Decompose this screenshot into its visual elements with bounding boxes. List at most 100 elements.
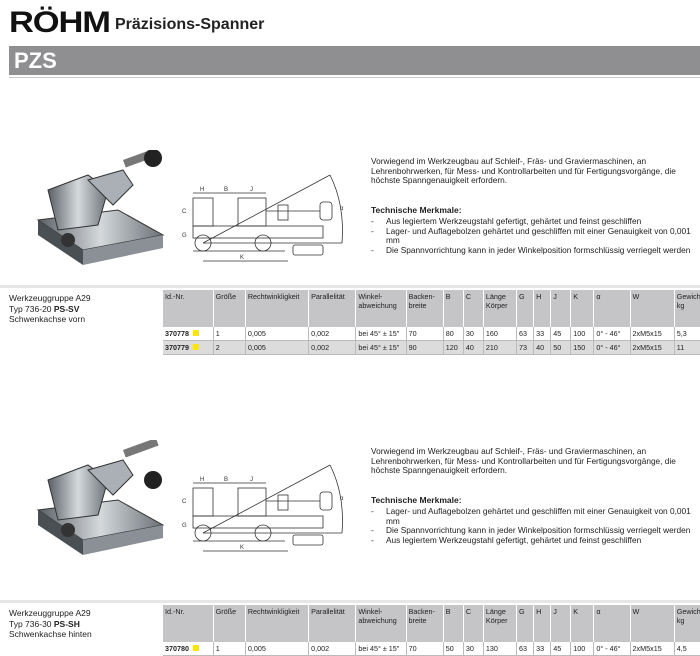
table-cell: 63 — [516, 327, 535, 341]
svg-text:B: B — [224, 187, 228, 193]
column-header: W — [630, 290, 675, 327]
table-cell: 50 — [550, 340, 572, 355]
rohm-logo: RÖHM — [9, 6, 111, 39]
type-label: Typ 736-30 PS-SH — [9, 618, 80, 629]
table-cell: bei 45° ± 15" — [355, 327, 407, 341]
feature-item: Lager- und Auflagebolzen gehärtet und ge… — [371, 226, 696, 246]
product-photo — [28, 438, 168, 565]
column-header: B — [443, 290, 464, 327]
svg-text:H: H — [200, 477, 204, 483]
features-heading: Technische Merkmale: — [371, 494, 462, 505]
table-cell: 0° - 46° — [593, 340, 631, 355]
product-description: Vorwiegend im Werkzeugbau auf Schleif-, … — [371, 156, 696, 255]
feature-item: Aus legiertem Werkzeugstahl gefertigt, g… — [371, 216, 696, 227]
table-cell: 40 — [533, 340, 552, 355]
column-header: C — [463, 605, 484, 642]
axis-label: Schwenkachse hinten — [9, 629, 92, 639]
page-title: Präzisions-Spanner — [115, 16, 265, 33]
column-header: C — [463, 290, 484, 327]
table-cell: 70 — [406, 327, 444, 341]
group-label: Werkzeuggruppe A29 — [9, 293, 91, 303]
column-header: K — [570, 605, 595, 642]
section-title: PZS — [14, 48, 57, 73]
column-header: Winkel-abweichung — [355, 605, 407, 642]
table-cell: 0° - 46° — [593, 327, 631, 341]
table-cell: 0,005 — [245, 327, 310, 341]
table-cell: 2xM5x15 — [630, 327, 675, 341]
id-cell[interactable]: 370779 — [163, 340, 214, 355]
group-label: Werkzeuggruppe A29 — [9, 608, 91, 618]
column-header: Winkel-abweichung — [355, 290, 407, 327]
column-header: Größe — [213, 605, 246, 642]
marker-icon — [192, 645, 199, 651]
column-header: α — [593, 290, 631, 327]
svg-text:H: H — [200, 187, 204, 193]
svg-text:C: C — [182, 209, 187, 215]
column-header: B — [443, 605, 464, 642]
svg-text:C: C — [182, 499, 187, 505]
table-cell: 5,3 — [674, 327, 700, 341]
table-cell: 40 — [463, 340, 484, 355]
features-list: Lager- und Auflagebolzen gehärtet und ge… — [371, 506, 696, 546]
svg-text:α: α — [340, 206, 344, 212]
marker-icon — [192, 344, 199, 350]
product-photo — [28, 148, 168, 275]
column-header: Länge Körper — [483, 605, 518, 642]
axis-label: Schwenkachse vorn — [9, 314, 86, 324]
column-header: Größe — [213, 290, 246, 327]
feature-item: Aus legiertem Werkzeugstahl gefertigt, g… — [371, 535, 696, 546]
table-cell: 30 — [463, 327, 484, 341]
svg-text:K: K — [240, 255, 244, 261]
table-cell: 33 — [533, 327, 552, 341]
column-header: Parallelität — [308, 290, 357, 327]
column-header: Gewicht kg — [674, 605, 700, 642]
column-header: Backen-breite — [406, 605, 444, 642]
marker-icon — [192, 330, 199, 336]
features-list: Aus legiertem Werkzeugstahl gefertigt, g… — [371, 216, 696, 255]
section-bar: PZS — [9, 46, 700, 75]
column-header: Rechtwinkligkeit — [245, 605, 310, 642]
feature-item: Die Spannvorrichtung kann in jeder Winke… — [371, 525, 696, 536]
column-header: H — [533, 605, 552, 642]
table-cell: bei 45° ± 15" — [355, 340, 407, 355]
svg-text:G: G — [182, 523, 187, 529]
table-cell: 90 — [406, 340, 444, 355]
feature-item: Lager- und Auflagebolzen gehärtet und ge… — [371, 506, 696, 526]
column-header: Backen-breite — [406, 290, 444, 327]
column-header: G — [516, 290, 535, 327]
column-header: Id.-Nr. — [163, 605, 214, 642]
technical-drawing: H B J K C Gα — [182, 174, 344, 262]
section-divider — [0, 285, 700, 288]
table-cell: 150 — [570, 340, 595, 355]
svg-text:J: J — [250, 187, 253, 193]
column-header: Gewicht kg — [674, 290, 700, 327]
type-label: Typ 736-20 PS-SV — [9, 303, 80, 314]
column-header: J — [550, 290, 572, 327]
divider — [9, 77, 700, 78]
svg-text:B: B — [224, 477, 228, 483]
svg-text:K: K — [240, 545, 244, 551]
table-cell: 11 — [674, 340, 700, 355]
column-header: Id.-Nr. — [163, 290, 214, 327]
table-cell: 45 — [550, 327, 572, 341]
svg-text:G: G — [182, 233, 187, 239]
product-description: Vorwiegend im Werkzeugbau auf Schleif-, … — [371, 446, 696, 546]
column-header: W — [630, 605, 675, 642]
column-header: Parallelität — [308, 605, 357, 642]
table-cell: 120 — [443, 340, 464, 355]
table-cell: 160 — [483, 327, 518, 341]
description-text: Vorwiegend im Werkzeugbau auf Schleif-, … — [371, 446, 676, 475]
table-cell: 73 — [516, 340, 535, 355]
svg-text:α: α — [340, 496, 344, 502]
column-header: α — [593, 605, 631, 642]
id-cell[interactable]: 370778 — [163, 327, 214, 341]
table-cell: 1 — [213, 327, 246, 341]
features-heading: Technische Merkmale: — [371, 204, 462, 215]
